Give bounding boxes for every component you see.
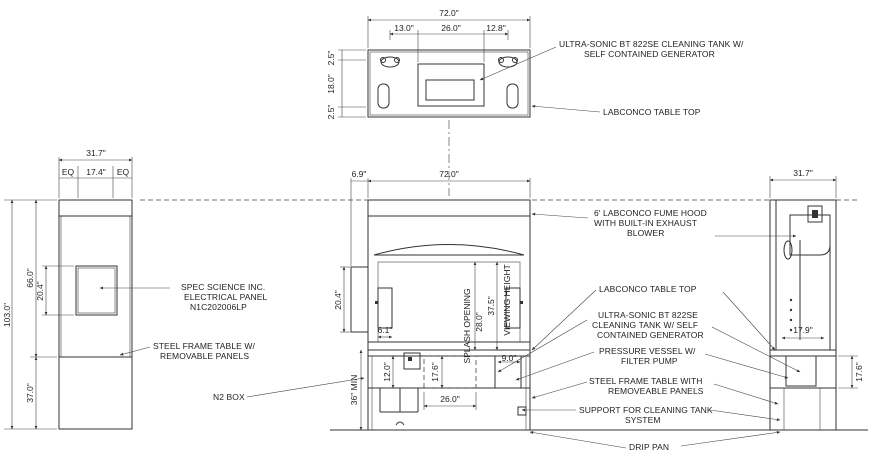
callout-labconco-front: LABCONCO TABLE TOP (599, 284, 697, 294)
callout-labconco-plan: LABCONCO TABLE TOP (603, 107, 701, 117)
left-panel-height: 20.4" (35, 281, 45, 301)
pressure-vessel (494, 355, 522, 389)
plan-left-offset: 13.0" (394, 23, 414, 33)
callout-ultrasonic-front: ULTRA-SONIC BT 822SE CLEANING TANK W/ SE… (592, 310, 704, 340)
callout-steel-frame-right: STEEL FRAME TABLE WITH REMOVEABLE PANELS (589, 376, 705, 396)
left-electrical-panel (75, 265, 118, 316)
left-eq-1: EQ (62, 167, 75, 177)
viewing-height-label: VIEWING HEIGHT (502, 264, 512, 335)
hood-opening (377, 261, 521, 343)
ultrasonic-tank-outline (423, 355, 477, 389)
side-view: 31.7" 17.9" 17.6" (680, 168, 864, 447)
side-tank (785, 355, 817, 387)
callout-steel-frame-left: STEEL FRAME TABLE W/ REMOVABLE PANELS (153, 341, 257, 361)
plan-overall-width: 72.0" (439, 8, 459, 18)
left-hood-height: 66.0" (25, 268, 35, 288)
side-tank-height: 17.6" (854, 362, 864, 382)
plan-top-margin: 2.5" (326, 51, 336, 66)
splash-opening-label: SPLASH OPENING (462, 288, 472, 363)
splash-opening-value: 28.0" (474, 312, 484, 332)
front-electrical-panel (350, 266, 369, 333)
front-min-height: 36" MIN (349, 375, 359, 405)
side-tank-depth: 17.9" (793, 325, 813, 335)
plan-left-drain (377, 83, 390, 109)
front-tank-height: 17.6" (430, 362, 440, 382)
left-table-height: 37.0" (25, 383, 35, 403)
left-inner-width: 17.4" (86, 167, 106, 177)
left-overall-width: 31.7" (86, 148, 106, 158)
left-eq-2: EQ (117, 167, 130, 177)
front-vessel-width: 9.0" (502, 353, 517, 363)
left-view: 31.7" EQ 17.4" EQ 103.0" 66.0" 37.0" 20.… (2, 148, 269, 430)
callout-drip-pan: DRIP PAN (629, 442, 669, 452)
callout-support: SUPPORT FOR CLEANING TANK SYSTEM (579, 405, 715, 425)
callout-pressure-vessel: PRESSURE VESSEL W/ FILTER PUMP (599, 346, 698, 366)
side-overall-width: 31.7" (793, 168, 813, 178)
front-tank-width: 26.0" (440, 394, 460, 404)
plan-depth: 18.0" (326, 74, 336, 94)
plan-right-drain (506, 83, 519, 109)
side-cabinet (769, 199, 837, 431)
front-panel-height: 20.4" (333, 290, 343, 310)
left-overall-height: 103.0" (2, 303, 12, 327)
plan-right-offset: 12.8" (486, 23, 506, 33)
callout-ultrasonic-plan: ULTRA-SONIC BT 822SE CLEANING TANK W/ SE… (559, 39, 746, 59)
front-vessel-height: 12.0" (382, 362, 392, 382)
labconco-table-top-plan (367, 49, 531, 118)
callout-n2-box: N2 BOX (213, 392, 245, 402)
front-overall-width: 72.0" (439, 169, 459, 179)
callout-spec-science: SPEC SCIENCE INC. ELECTRICAL PANEL N1C20… (181, 282, 269, 312)
viewing-height-value: 37.5" (486, 296, 496, 316)
plan-view: 72.0" 13.0" 26.0" 12.8" 2.5" 18.0" 2.5" … (326, 8, 746, 120)
plan-bottom-margin: 2.5" (326, 105, 336, 120)
ultrasonic-tank-plan (417, 63, 485, 107)
plan-tank-width: 26.0" (441, 23, 461, 33)
callout-fume-hood: 6' LABCONCO FUME HOOD WITH BUILT-IN EXHA… (594, 208, 709, 238)
side-blower (807, 205, 823, 223)
n2-box (403, 352, 421, 370)
front-left-offset: 6.9" (352, 169, 367, 179)
front-view: 6.9" 72.0" 20.4" (140, 120, 868, 452)
front-opening-width: 6.1" (378, 325, 393, 335)
